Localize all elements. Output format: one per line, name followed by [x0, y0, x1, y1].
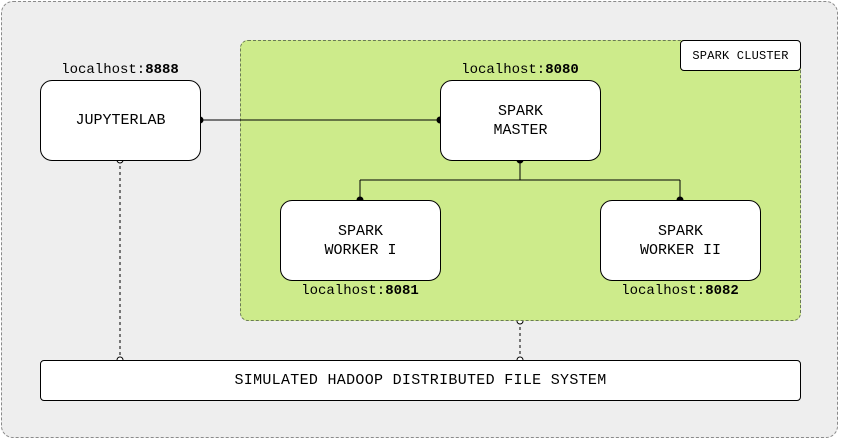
spark-worker-2-host-label: localhost:8082: [621, 283, 739, 299]
host-prefix: localhost:: [301, 283, 386, 299]
host-prefix: localhost:: [461, 62, 546, 78]
host-prefix: localhost:: [61, 62, 146, 78]
port-number: 8888: [145, 62, 179, 78]
spark-worker-1-node[interactable]: SPARK WORKER I: [280, 200, 441, 281]
spark-master-host-label: localhost:8080: [461, 62, 579, 78]
host-prefix: localhost:: [621, 283, 706, 299]
spark-cluster-label: SPARK CLUSTER: [680, 40, 801, 71]
jupyterlab-host-label: localhost:8888: [61, 62, 179, 78]
hdfs-node[interactable]: SIMULATED HADOOP DISTRIBUTED FILE SYSTEM: [40, 360, 801, 401]
port-number: 8081: [385, 283, 419, 299]
spark-worker-2-node[interactable]: SPARK WORKER II: [600, 200, 761, 281]
spark-worker-1-host-label: localhost:8081: [301, 283, 419, 299]
port-number: 8080: [545, 62, 579, 78]
jupyterlab-node[interactable]: JUPYTERLAB: [40, 80, 201, 161]
spark-master-node[interactable]: SPARK MASTER: [440, 80, 601, 161]
port-number: 8082: [705, 283, 739, 299]
